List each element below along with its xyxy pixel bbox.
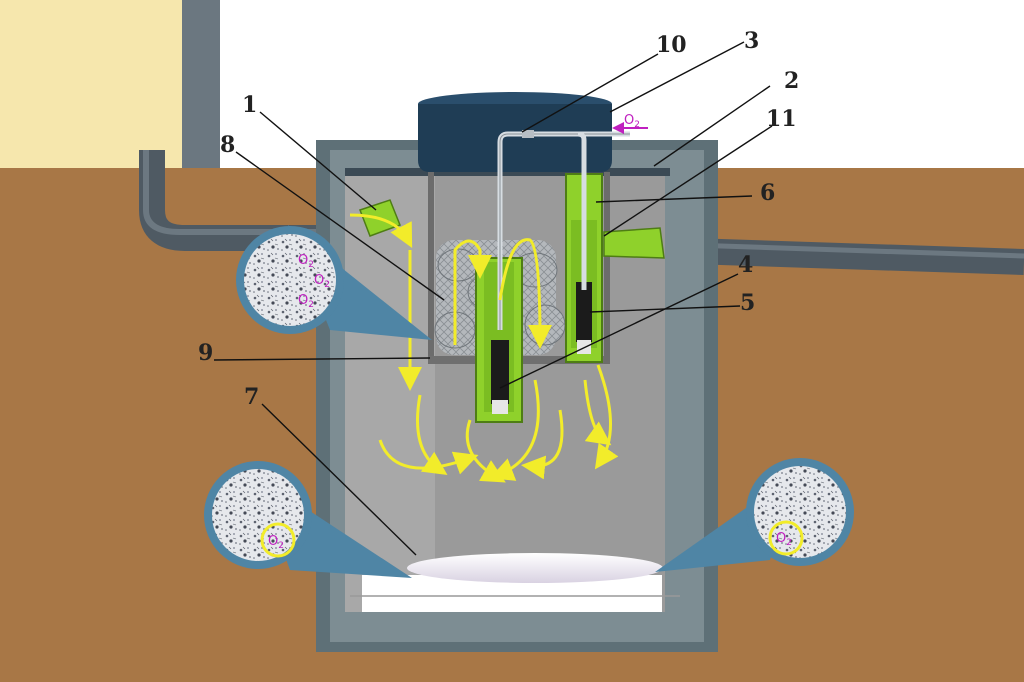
flow-arrow bbox=[416, 394, 448, 475]
sludge-layer bbox=[407, 553, 663, 583]
callout-10: 10 bbox=[656, 32, 687, 58]
flow-arrow bbox=[378, 439, 479, 475]
oxygen-label-top: O2 bbox=[624, 113, 640, 130]
house-wall-edge bbox=[182, 0, 220, 170]
callout-leaders bbox=[213, 41, 773, 556]
svg-text:O2: O2 bbox=[298, 293, 314, 310]
leader-6 bbox=[595, 195, 753, 203]
magnified-anaerobic-zone-right: O2 bbox=[655, 458, 854, 572]
callout-2: 2 bbox=[784, 68, 799, 94]
flow-arrow bbox=[521, 409, 564, 480]
magnified-anaerobic-zone-left: O2 bbox=[204, 461, 412, 578]
svg-text:O2: O2 bbox=[298, 253, 314, 270]
air-lift-tube-4 bbox=[491, 340, 509, 404]
callout-9: 9 bbox=[198, 340, 213, 366]
leader-11 bbox=[603, 125, 773, 237]
flow-arrow bbox=[349, 213, 413, 248]
callout-6: 6 bbox=[760, 180, 775, 206]
callout-8: 8 bbox=[220, 132, 235, 158]
leader-5 bbox=[589, 305, 741, 313]
svg-text:O2: O2 bbox=[268, 534, 284, 551]
flow-arrow bbox=[453, 239, 492, 345]
flow-arrow bbox=[489, 379, 540, 481]
outlet-nozzle bbox=[603, 227, 665, 259]
air-lift-tube-5 bbox=[576, 282, 592, 342]
air-lift-tube-4-cap bbox=[492, 400, 508, 414]
callout-11: 11 bbox=[766, 106, 797, 132]
flow-arrow bbox=[583, 379, 612, 446]
svg-text:O2: O2 bbox=[314, 273, 330, 290]
svg-text:O2: O2 bbox=[776, 531, 792, 548]
leader-2 bbox=[653, 85, 771, 167]
callout-3: 3 bbox=[744, 28, 759, 54]
callout-7: 7 bbox=[244, 384, 259, 410]
leader-8 bbox=[235, 151, 445, 301]
callout-4: 4 bbox=[738, 252, 753, 278]
right-partition bbox=[604, 172, 610, 364]
air-valve bbox=[522, 130, 534, 138]
leader-4 bbox=[499, 273, 739, 389]
callout-5: 5 bbox=[740, 290, 755, 316]
lid bbox=[418, 104, 612, 172]
inlet-pipe-highlight bbox=[143, 150, 365, 235]
left-partition bbox=[428, 172, 434, 362]
air-pipe-left-shade bbox=[499, 133, 630, 330]
flow-arrows bbox=[349, 213, 619, 483]
callout-1: 1 bbox=[242, 92, 257, 118]
house-wall bbox=[0, 0, 188, 168]
magnified-aerobic-zone: O2 O2 O2 bbox=[236, 225, 432, 340]
leader-10 bbox=[521, 53, 659, 133]
leader-3 bbox=[609, 41, 745, 113]
leader-1 bbox=[259, 111, 377, 211]
outlet-pipe-highlight bbox=[659, 241, 1024, 259]
air-pipe-right bbox=[577, 131, 587, 290]
leader-9 bbox=[213, 357, 431, 361]
leader-7 bbox=[261, 403, 417, 556]
tank-chamber-shade bbox=[345, 172, 435, 612]
outlet-pipe bbox=[659, 237, 1024, 275]
flow-arrow bbox=[498, 238, 552, 349]
